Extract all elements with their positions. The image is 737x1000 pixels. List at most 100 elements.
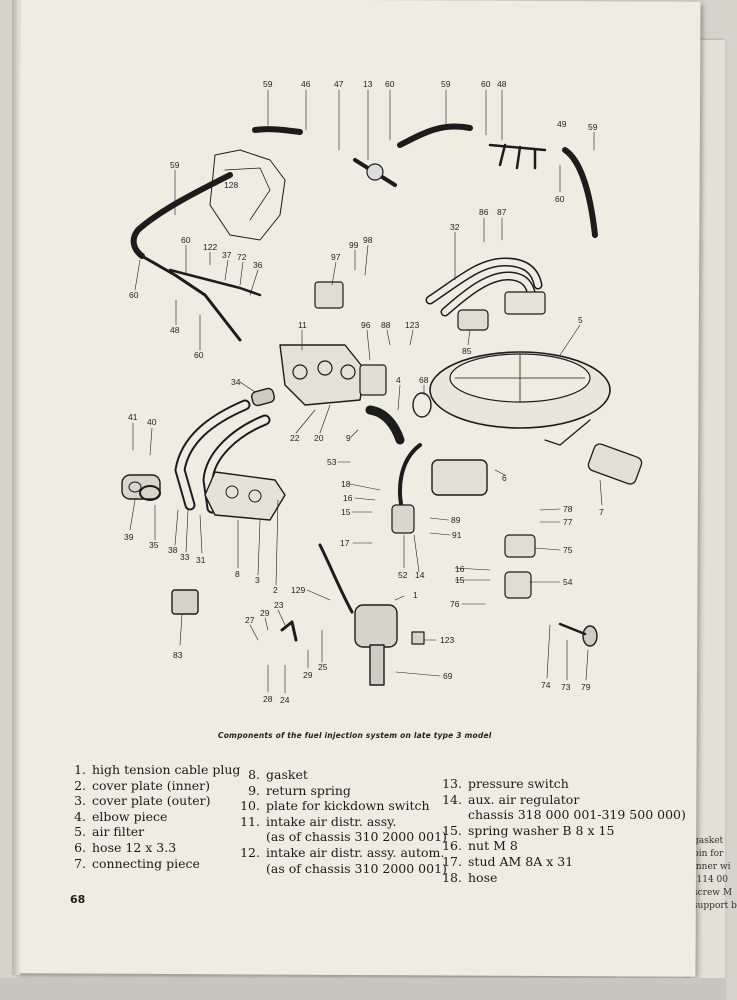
callout-label: 77: [563, 517, 573, 527]
callout-label: 34: [231, 377, 241, 387]
table-surface: [0, 978, 725, 1000]
callout-label: 123: [440, 635, 454, 645]
callout-label: 36: [253, 260, 263, 270]
callout-label: 59: [588, 122, 598, 132]
callout-label: 15: [341, 507, 351, 517]
callout-label: 2: [273, 585, 278, 595]
legend-text: elbow piece: [92, 808, 168, 824]
legend-text: cover plate (outer): [92, 793, 211, 809]
legend-text: connecting piece: [92, 855, 200, 871]
callout-label: 31: [196, 555, 206, 565]
callout-label: 39: [124, 532, 134, 542]
callout-label: 41: [128, 412, 138, 422]
legend-item: (as of chassis 310 2000 001): [238, 861, 447, 877]
legend-item: 5. air filter: [72, 824, 240, 840]
legend-text: high tension cable plug: [92, 762, 241, 777]
legend-number: 17.: [442, 853, 462, 869]
callout-label: 11: [298, 320, 307, 330]
legend-text: hose 12 x 3.3: [92, 839, 177, 855]
legend-number: 13.: [442, 776, 462, 791]
callout-label: 23: [274, 600, 284, 610]
legend-number: 12.: [240, 844, 260, 860]
callout-label: 15: [455, 575, 465, 585]
callout-label: 99: [349, 240, 359, 250]
legend-item: 17. stud AM 8A x 31: [440, 854, 686, 870]
next-page-text: gasket pin for inner wi (114 00 screw M …: [693, 835, 737, 913]
callout-label: 13: [363, 79, 373, 89]
callout-label: 60: [194, 350, 204, 360]
callout-label: 47: [334, 79, 344, 89]
callout-label: 59: [263, 79, 273, 89]
legend-item: 2.cover plate (inner): [72, 778, 240, 794]
callout-label: 123: [405, 320, 419, 330]
callout-label: 9: [346, 433, 351, 443]
figure-caption: Components of the fuel injection system …: [218, 731, 492, 740]
callout-label: 59: [170, 160, 180, 170]
callout-label: 18: [341, 479, 351, 489]
legend-number: 6.: [74, 839, 86, 855]
callout-label: 17: [340, 538, 350, 548]
legend-item: 14.aux. air regulator: [440, 792, 686, 808]
legend-item: 9.return spring: [238, 783, 447, 799]
callout-label: 27: [245, 615, 255, 625]
legend-text: spring washer B 8 x 15: [468, 822, 615, 838]
callout-label: 48: [170, 325, 180, 335]
callout-label: 14: [415, 570, 425, 580]
callout-label: 16: [455, 564, 465, 574]
callout-label: 87: [497, 207, 507, 217]
callout-label: 59: [441, 79, 451, 89]
callout-label: 6: [502, 473, 507, 483]
legend-number: [440, 807, 462, 823]
callout-label: 5: [578, 315, 583, 325]
callout-label: 60: [181, 235, 191, 245]
callout-label: 83: [173, 650, 183, 660]
legend-column-1: 1.high tension cable plug 2.cover plate …: [72, 762, 240, 871]
legend-text: air filter: [92, 824, 145, 840]
callout-label: 74: [541, 680, 551, 690]
legend-item: chassis 318 000 001-319 500 000): [440, 807, 686, 823]
callout-labels: 59 46 47 13 60 59 60 48 49 59 59 128 60 …: [124, 79, 604, 705]
legend-number: [238, 829, 260, 845]
callout-label: 60: [481, 79, 491, 89]
legend-column-3: 13. pressure switch 14.aux. air regulator…: [440, 776, 686, 885]
legend-item: 6. hose 12 x 3.3: [72, 840, 240, 856]
legend-item: 11.intake air distr. assy.: [238, 814, 447, 830]
callout-label: 60: [555, 194, 565, 204]
legend-text: stud AM 8A x 31: [468, 853, 574, 869]
callout-label: 16: [343, 493, 353, 503]
legend-number: 5.: [74, 824, 86, 840]
legend-number: 18.: [442, 869, 462, 885]
legend-number: 10.: [240, 798, 260, 814]
callout-label: 49: [557, 119, 567, 129]
callout-label: 129: [291, 585, 305, 595]
callout-label: 76: [450, 599, 460, 609]
next-page-line: screw M: [693, 888, 733, 898]
callout-label: 52: [398, 570, 408, 580]
next-page-line: (114 00: [693, 875, 729, 885]
legend-item: 18. hose: [440, 870, 686, 886]
legend-text: hose: [468, 869, 498, 885]
legend-text: intake air distr. assy.: [266, 813, 397, 829]
callout-label: 32: [450, 222, 460, 232]
page-number: 68: [70, 893, 86, 906]
callout-label: 3: [255, 575, 260, 585]
legend-item: (as of chassis 310 2000 001): [238, 829, 447, 845]
callout-label: 78: [563, 504, 573, 514]
callout-label: 54: [563, 577, 573, 587]
legend-text: pressure switch: [468, 776, 569, 791]
legend-item: 10.plate for kickdown switch: [238, 798, 447, 814]
callout-label: 28: [263, 694, 273, 704]
callout-label: 8: [235, 569, 240, 579]
callout-label: 91: [452, 530, 462, 540]
legend-number: 9.: [248, 782, 260, 798]
next-page-line: pin for: [693, 849, 724, 859]
callout-label: 73: [561, 682, 571, 692]
callout-label: 98: [363, 235, 373, 245]
callout-label: 24: [280, 695, 290, 705]
legend-text: (as of chassis 310 2000 001): [266, 860, 447, 876]
callout-label: 40: [147, 417, 157, 427]
legend-number: 16.: [442, 838, 462, 854]
callout-label: 38: [168, 545, 178, 555]
callout-label: 60: [385, 79, 395, 89]
